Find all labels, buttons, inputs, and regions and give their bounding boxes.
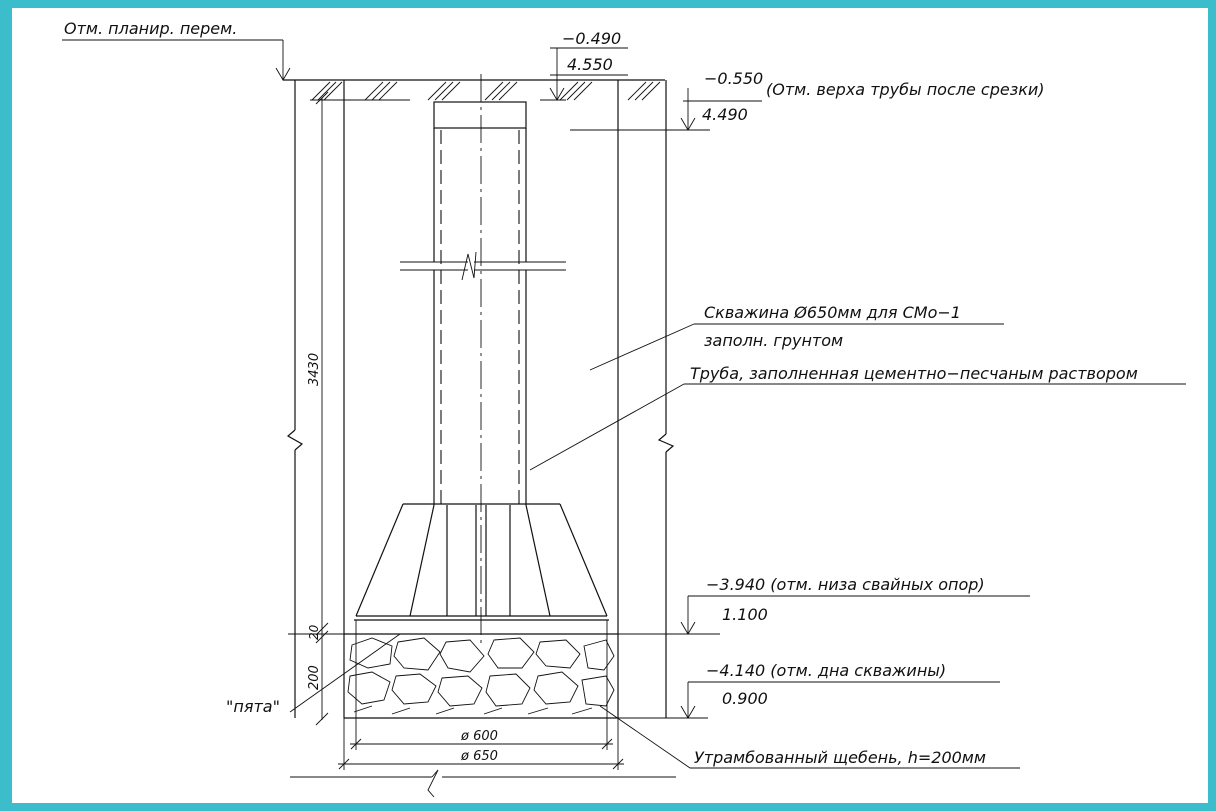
diameter-dimensions [290, 620, 676, 798]
top-level-abs: 4.550 [567, 55, 613, 74]
pipe-top-note: (Отм. верха трубы после срезки) [766, 80, 1045, 99]
dim-gravel: 200 [307, 665, 322, 690]
dim-depth: 3430 [307, 353, 322, 386]
heel-label: "пята" [226, 697, 280, 716]
well-leader [589, 323, 1004, 371]
ground-hatching [311, 81, 661, 101]
well-bottom-abs: 0.900 [722, 689, 768, 708]
pipe-top-rel: −0.550 [704, 69, 763, 88]
well-walls [286, 80, 675, 718]
depth-dimension [310, 91, 410, 726]
well-bottom-marker [618, 681, 1000, 719]
pipe-fill-label: Труба, заполненная цементно−песчаным рас… [690, 364, 1138, 383]
gravel-leader [599, 705, 1020, 769]
support-bottom-marker [288, 595, 1030, 635]
well-bottom-rel: −4.140 (отм. дна скважины) [706, 661, 946, 680]
ground-mark-leader [62, 39, 291, 81]
well-label-line2: заполн. грунтом [704, 331, 843, 350]
dim-gap: 20 [307, 624, 321, 640]
drawing-sheet [12, 8, 1208, 803]
gravel-layer [344, 633, 618, 719]
heel-base [354, 503, 609, 621]
pipe-top-abs: 4.490 [702, 105, 748, 124]
top-level-marker [540, 47, 628, 101]
pipe [400, 74, 566, 648]
dim-d650: ø 650 [460, 749, 498, 764]
well-label-line1: Скважина Ø650мм для СМо−1 [704, 303, 961, 322]
heel-leader [289, 633, 401, 713]
support-bottom-rel: −3.940 (отм. низа свайных опор) [706, 575, 985, 594]
gravel-label: Утрамбованный щебень, h=200мм [694, 748, 986, 767]
top-level-rel: −0.490 [562, 29, 621, 48]
pipe-fill-leader [529, 383, 1186, 471]
support-bottom-abs: 1.100 [722, 605, 768, 624]
dim-d600: ø 600 [460, 729, 498, 744]
pipe-top-marker [570, 88, 762, 131]
ground-mark-label: Отм. планир. перем. [64, 19, 237, 38]
